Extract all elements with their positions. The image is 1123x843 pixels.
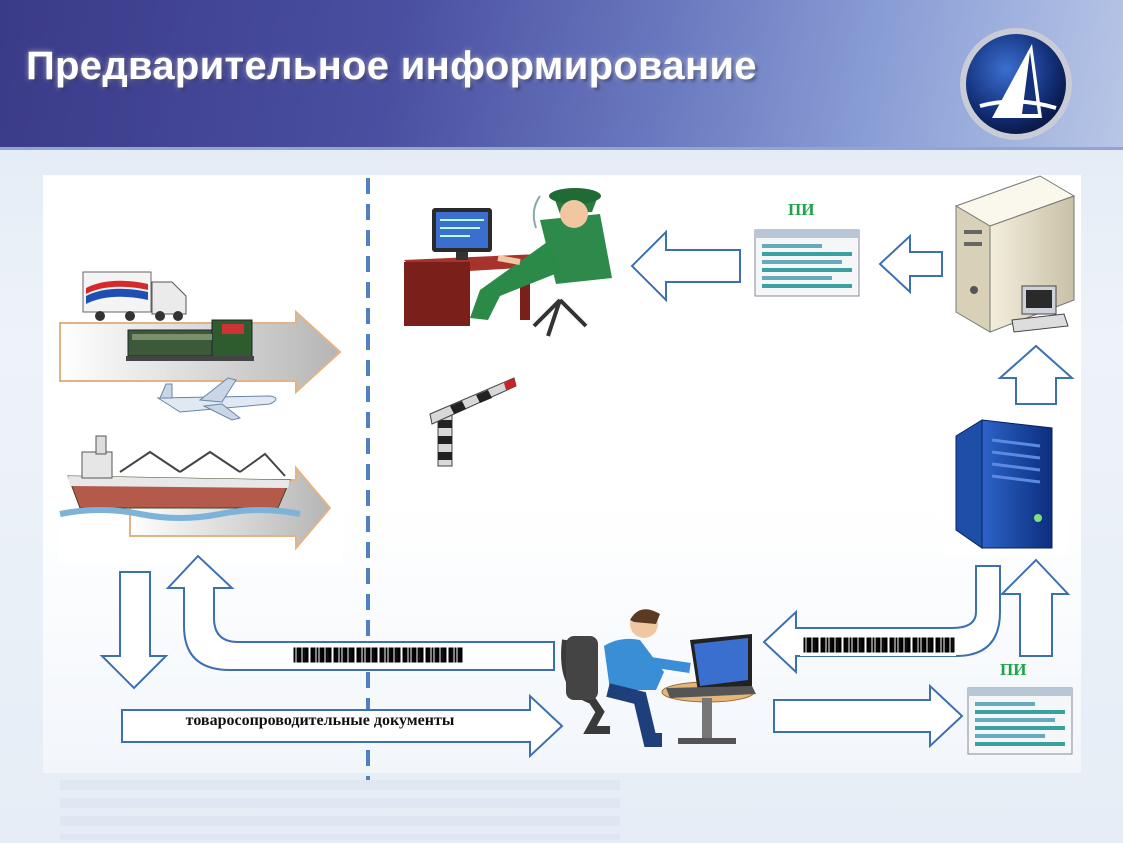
airplane-icon (156, 377, 277, 421)
arrow-carrier-down (99, 571, 169, 690)
slide-header: Предварительное информирование (0, 0, 1123, 150)
customs-officer-icon (404, 188, 612, 337)
declarant-laptop-icon (561, 609, 756, 747)
document-form-icon (967, 687, 1073, 755)
barrier-gate-icon (429, 377, 517, 467)
arrow-doc-to-officer (630, 229, 741, 303)
ghost-text (60, 780, 620, 840)
arrow-declarant-to-pc (999, 558, 1071, 657)
pi-label-bottom: ПИ (1000, 660, 1027, 679)
document-form-icon (754, 229, 860, 297)
arrow-server-to-doc (878, 233, 943, 295)
truck-icon (82, 271, 187, 321)
server-tower-icon (954, 175, 1076, 333)
sail-logo-icon (960, 28, 1072, 140)
shipping-documents-label: товаросопроводительные документы (185, 712, 455, 729)
barcode-icon (290, 644, 468, 668)
arrow-pc-to-declarant (762, 565, 1001, 675)
barcode-icon (800, 634, 956, 656)
arrow-pc-to-server (997, 344, 1075, 405)
arrow-shipping-documents (121, 693, 564, 759)
ship-icon (59, 435, 301, 521)
arrow-declarant-to-doc (773, 683, 964, 749)
transport-group (59, 258, 342, 563)
slide-title: Предварительное информирование (26, 44, 757, 88)
pc-tower-icon (942, 412, 1068, 554)
train-icon (126, 319, 254, 361)
pi-label-top: ПИ (788, 200, 815, 219)
